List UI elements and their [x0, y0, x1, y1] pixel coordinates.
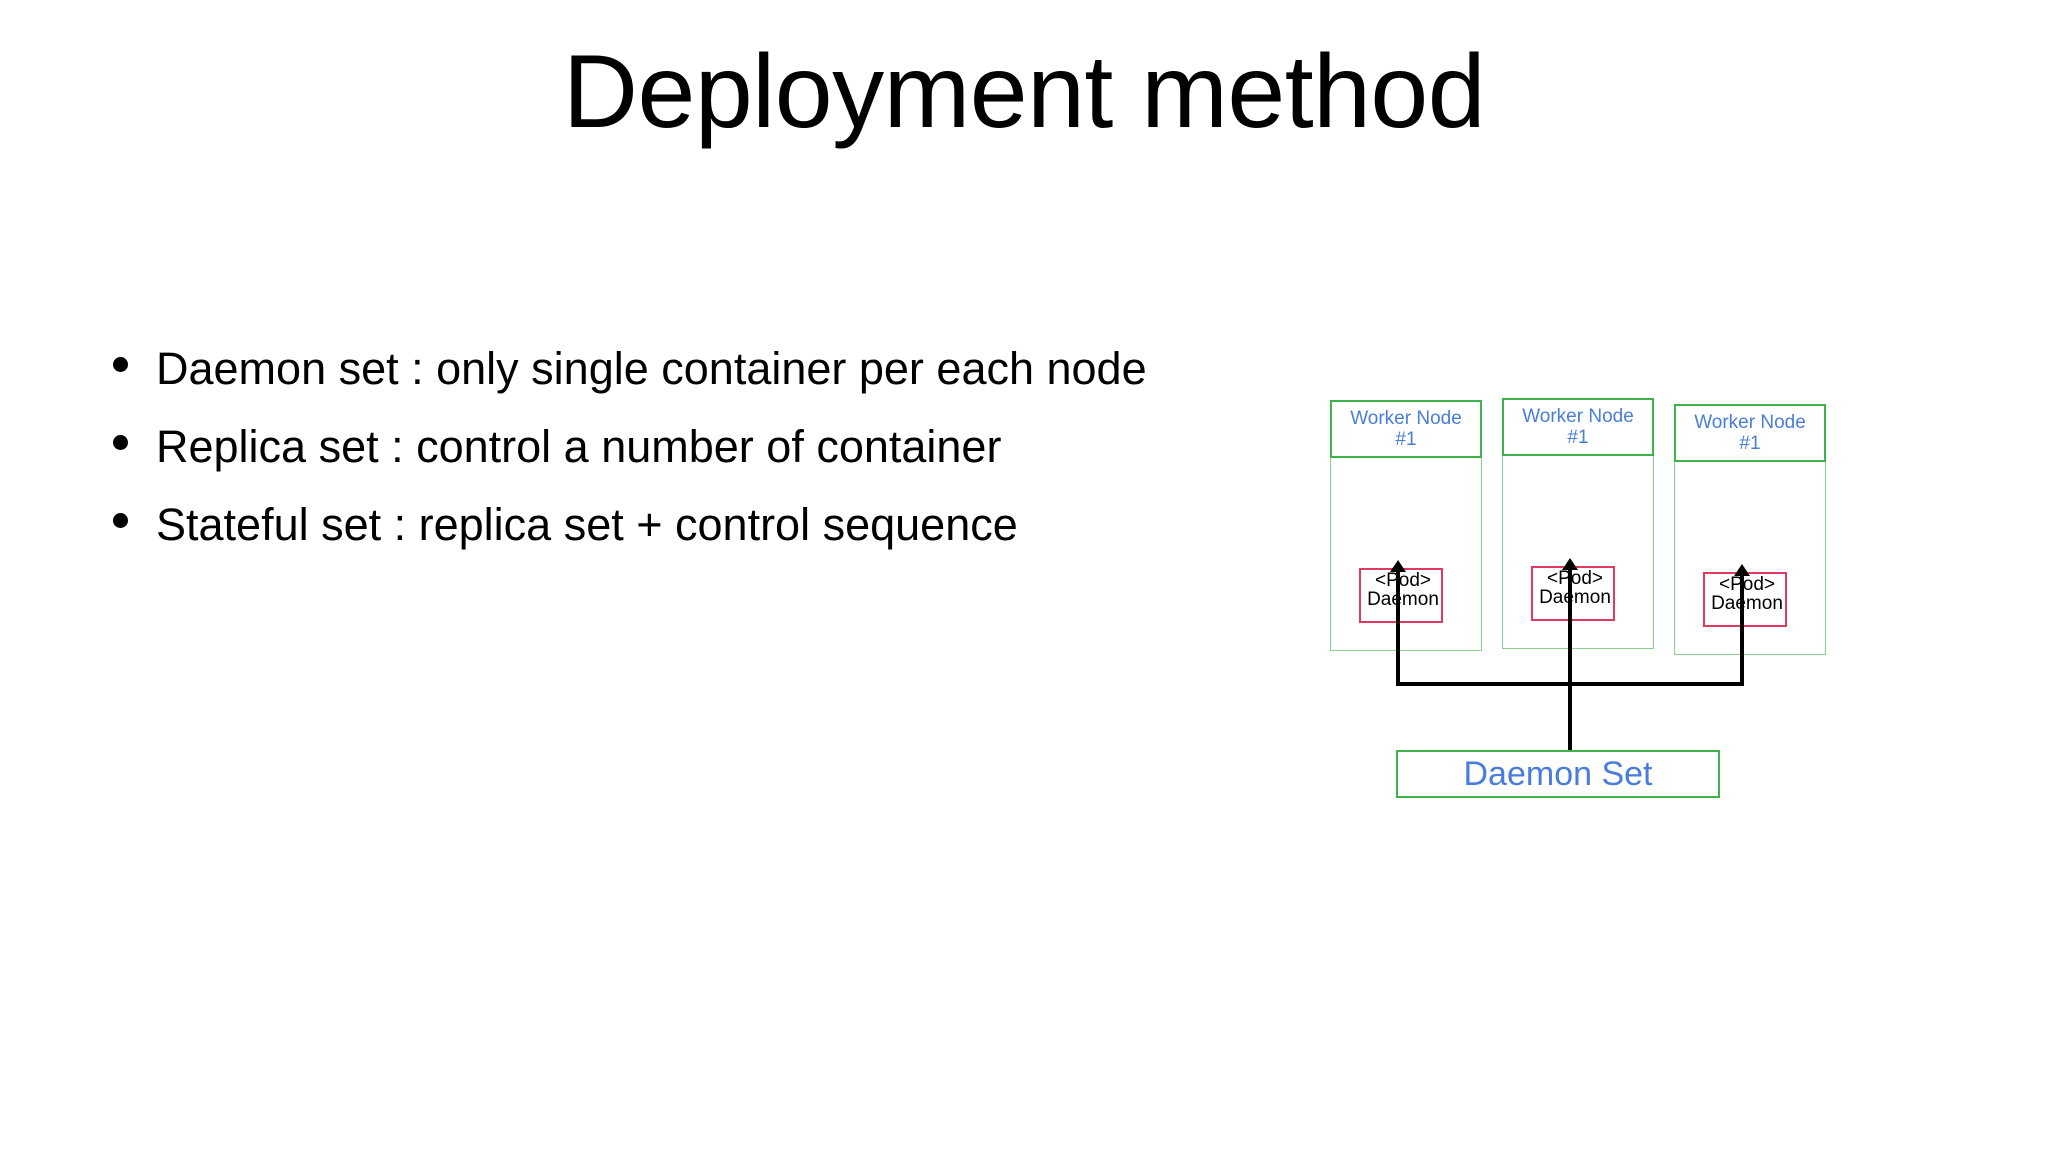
- pod-box-3: <Pod> Daemon: [1703, 572, 1787, 627]
- worker-node-3-title: Worker Node: [1694, 411, 1806, 433]
- pod-box-1-label: <Pod> Daemon: [1355, 571, 1451, 610]
- pod-box-3-label: <Pod> Daemon: [1699, 575, 1795, 614]
- worker-node-1-title: Worker Node: [1350, 407, 1462, 429]
- pod-box-2-kind: <Pod>: [1547, 568, 1603, 589]
- connector-riser-1: [1396, 570, 1400, 684]
- pod-box-1: <Pod> Daemon: [1359, 568, 1443, 623]
- list-item-label: Stateful set : replica set + control seq…: [156, 499, 1018, 551]
- pod-box-3-name: Daemon: [1711, 593, 1783, 615]
- pod-box-3-kind: <Pod>: [1719, 574, 1775, 595]
- bullet-list: Daemon set : only single container per e…: [104, 330, 1254, 564]
- connector-bus: [1396, 682, 1744, 686]
- bullet-dot-icon: [113, 435, 128, 450]
- worker-node-3-header: Worker Node #1: [1674, 404, 1826, 462]
- worker-node-1-index: #1: [1395, 429, 1417, 450]
- list-item: Stateful set : replica set + control seq…: [104, 486, 1254, 564]
- pod-box-2-name: Daemon: [1539, 587, 1611, 609]
- daemon-set-box: Daemon Set: [1396, 750, 1720, 798]
- arrow-head-node-3: [1734, 564, 1750, 576]
- pod-box-2: <Pod> Daemon: [1531, 566, 1615, 621]
- daemon-set-label: Daemon Set: [1463, 755, 1653, 793]
- bullet-dot-icon: [113, 513, 128, 528]
- arrow-head-node-2: [1562, 558, 1578, 570]
- worker-node-3-index: #1: [1739, 433, 1761, 454]
- pod-box-2-label: <Pod> Daemon: [1527, 569, 1623, 608]
- connector-riser-2: [1568, 568, 1572, 752]
- worker-node-1-body: <Pod> Daemon: [1330, 458, 1482, 651]
- pod-box-1-name: Daemon: [1367, 589, 1439, 611]
- connector-riser-3: [1740, 574, 1744, 684]
- worker-node-2-title: Worker Node: [1522, 405, 1634, 427]
- worker-node-1: Worker Node #1 <Pod> Daemon: [1330, 400, 1482, 651]
- list-item: Replica set : control a number of contai…: [104, 408, 1254, 486]
- worker-node-2: Worker Node #1 <Pod> Daemon: [1502, 398, 1654, 649]
- pod-box-1-kind: <Pod>: [1375, 570, 1431, 591]
- list-item: Daemon set : only single container per e…: [104, 330, 1254, 408]
- list-item-label: Replica set : control a number of contai…: [156, 421, 1002, 473]
- worker-node-2-body: <Pod> Daemon: [1502, 456, 1654, 649]
- worker-node-3: Worker Node #1 <Pod> Daemon: [1674, 404, 1826, 655]
- worker-node-2-header: Worker Node #1: [1502, 398, 1654, 456]
- daemonset-diagram: Worker Node #1 <Pod> Daemon Worker Node …: [1330, 392, 1930, 812]
- worker-node-3-body: <Pod> Daemon: [1674, 462, 1826, 655]
- bullet-dot-icon: [113, 357, 128, 372]
- page-title: Deployment method: [562, 34, 1486, 150]
- worker-node-2-index: #1: [1567, 427, 1589, 448]
- worker-node-1-header: Worker Node #1: [1330, 400, 1482, 458]
- arrow-head-node-1: [1390, 560, 1406, 572]
- list-item-label: Daemon set : only single container per e…: [156, 343, 1147, 395]
